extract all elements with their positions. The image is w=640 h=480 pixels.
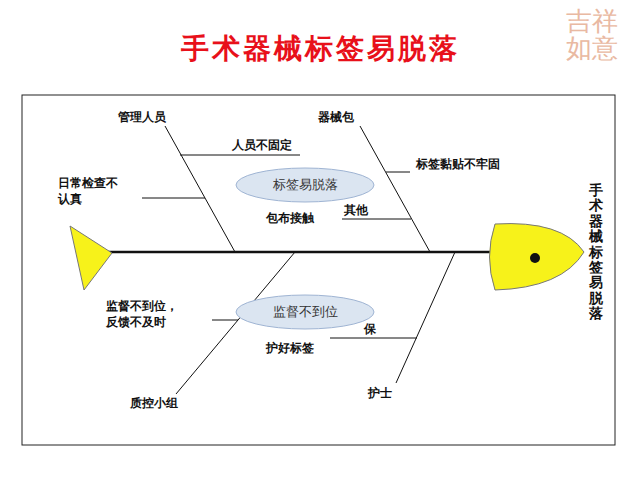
ellipse-shape bbox=[236, 168, 374, 202]
bone-label: 护士 bbox=[368, 385, 392, 401]
cause-label: 包布接触 bbox=[266, 210, 314, 226]
frame bbox=[22, 95, 615, 445]
watermark: 吉祥如意 bbox=[566, 8, 623, 63]
ellipse-shape bbox=[236, 295, 374, 329]
bone-label: 管理人员 bbox=[118, 109, 166, 125]
bone bbox=[396, 252, 455, 383]
sub-bone bbox=[330, 338, 417, 339]
cause-label: 标签黏贴不牢固 bbox=[416, 156, 500, 172]
fish-head bbox=[490, 224, 585, 290]
cause-label: 护好标签 bbox=[266, 340, 314, 356]
cause-label: 保 bbox=[364, 321, 376, 337]
spine bbox=[100, 251, 497, 254]
sub-bone bbox=[180, 155, 300, 156]
cause-label: 人员不固定 bbox=[232, 137, 292, 153]
sub-bone bbox=[386, 172, 410, 173]
ellipse-text: 标签易脱落 bbox=[235, 167, 375, 194]
cause-label: 监督不到位， 反馈不及时 bbox=[106, 298, 186, 330]
sub-bone bbox=[212, 320, 238, 321]
bone bbox=[165, 126, 235, 252]
sub-bone bbox=[342, 219, 411, 220]
title: 手术器械标签易脱落 bbox=[0, 30, 640, 68]
bone-label: 质控小组 bbox=[130, 395, 178, 411]
sub-bone bbox=[142, 198, 205, 199]
cause-ellipse: 监督不到位 bbox=[235, 294, 375, 330]
cause-label: 其他 bbox=[344, 202, 368, 218]
cause-label: 日常检查不 认真 bbox=[58, 175, 128, 207]
cause-ellipse: 标签易脱落 bbox=[235, 167, 375, 203]
fish-eye bbox=[530, 253, 540, 263]
fish-tail bbox=[70, 226, 112, 290]
head-label: 手术器械标签易脱落 bbox=[589, 183, 603, 322]
bone-label: 器械包 bbox=[318, 109, 354, 125]
ellipse-text: 监督不到位 bbox=[235, 294, 375, 321]
